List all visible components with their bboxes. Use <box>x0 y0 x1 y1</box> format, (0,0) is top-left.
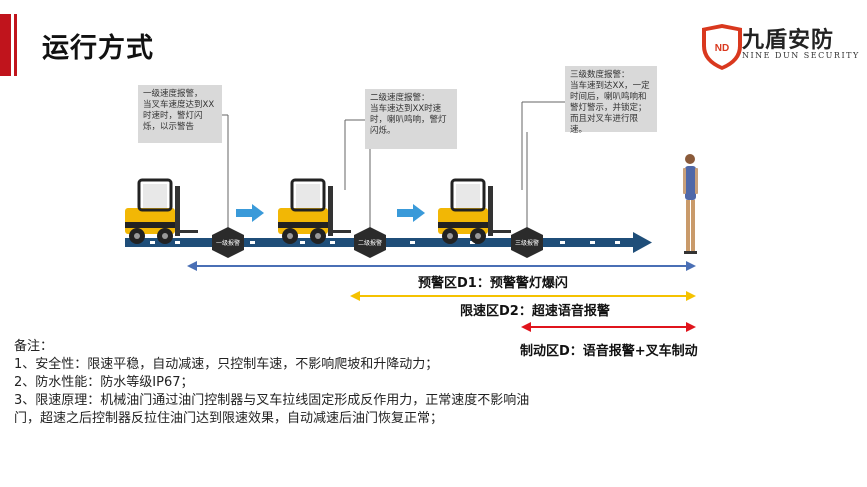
title-accent-bar <box>0 14 11 76</box>
zone-label-d2: 限速区D2：超速语音报警 <box>460 304 610 319</box>
notes-heading: 备注： <box>14 339 54 354</box>
notes-line-4: 门，超速之后控制器反拉住油门达到限速效果，自动减速后油门恢复正常； <box>14 411 444 426</box>
motion-arrow-icon-2 <box>397 204 425 222</box>
logo-chinese-name: 九盾安防 <box>742 28 835 53</box>
logo-badge-text: ND <box>715 43 729 54</box>
zone-arrow-d1 <box>187 261 696 271</box>
alarm-marker-3: 三级报警 <box>511 227 543 258</box>
callout-level-2: 二级速度报警： 当车速达到XX时速时，喇叭鸣响，警灯闪烁。 <box>365 89 457 149</box>
callout-level-1-body: 当叉车速度达到XX时速时，警灯闪烁，以示警告 <box>143 100 215 132</box>
alarm-marker-2: 二级报警 <box>354 227 386 258</box>
zone-arrow-d2 <box>350 291 696 301</box>
page-title: 运行方式 <box>42 33 154 64</box>
zone-label-d1: 预警区D1：预警警灯爆闪 <box>418 276 568 291</box>
notes-line-1: 1、安全性：限速平稳，自动减速，只控制车速，不影响爬坡和升降动力； <box>14 357 439 372</box>
callout-level-1-title: 一级速度报警， <box>143 89 203 99</box>
notes-line-2: 2、防水性能：防水等级IP67； <box>14 375 194 390</box>
track-arrow-head <box>633 232 652 253</box>
alarm-marker-label-2: 二级报警 <box>358 239 382 247</box>
callout-level-2-title: 二级速度报警： <box>370 93 430 103</box>
pedestrian-icon <box>683 154 698 254</box>
notes-line-3: 3、限速原理：机械油门通过油门控制器与叉车拉线固定形成反作用力，正常速度不影响油 <box>14 393 530 408</box>
forklift-icon-1 <box>125 178 198 244</box>
alarm-marker-label-1: 一级报警 <box>216 239 240 247</box>
callout-level-3-body: 当车速到达XX，一定时间后，喇叭鸣响和警灯警示，并锁定；而且对叉车进行限速。 <box>570 81 650 135</box>
notes-section: 备注： 1、安全性：限速平稳，自动减速，只控制车速，不影响爬坡和升降动力； 2、… <box>14 338 529 428</box>
callout-level-3-title: 三级数度报警： <box>570 70 630 80</box>
callout-level-2-body: 当车速达到XX时速时，喇叭鸣响，警灯闪烁。 <box>370 104 447 136</box>
alarm-marker-label-3: 三级报警 <box>515 239 539 247</box>
callout-level-1: 一级速度报警， 当叉车速度达到XX时速时，警灯闪烁，以示警告 <box>138 85 222 143</box>
logo-english-name: NINE DUN SECURITY <box>742 51 860 60</box>
callout-level-3: 三级数度报警： 当车速到达XX，一定时间后，喇叭鸣响和警灯警示，并锁定；而且对叉… <box>565 66 657 135</box>
title-accent-bar-thin <box>14 14 17 76</box>
zone-arrow-d <box>521 322 696 332</box>
motion-arrow-icon-1 <box>236 204 264 222</box>
forklift-icon-3 <box>438 178 511 244</box>
zone-label-d: 制动区D：语音报警+叉车制动 <box>520 344 698 359</box>
alarm-marker-1: 一级报警 <box>212 227 244 258</box>
forklift-icon-2 <box>278 178 351 244</box>
